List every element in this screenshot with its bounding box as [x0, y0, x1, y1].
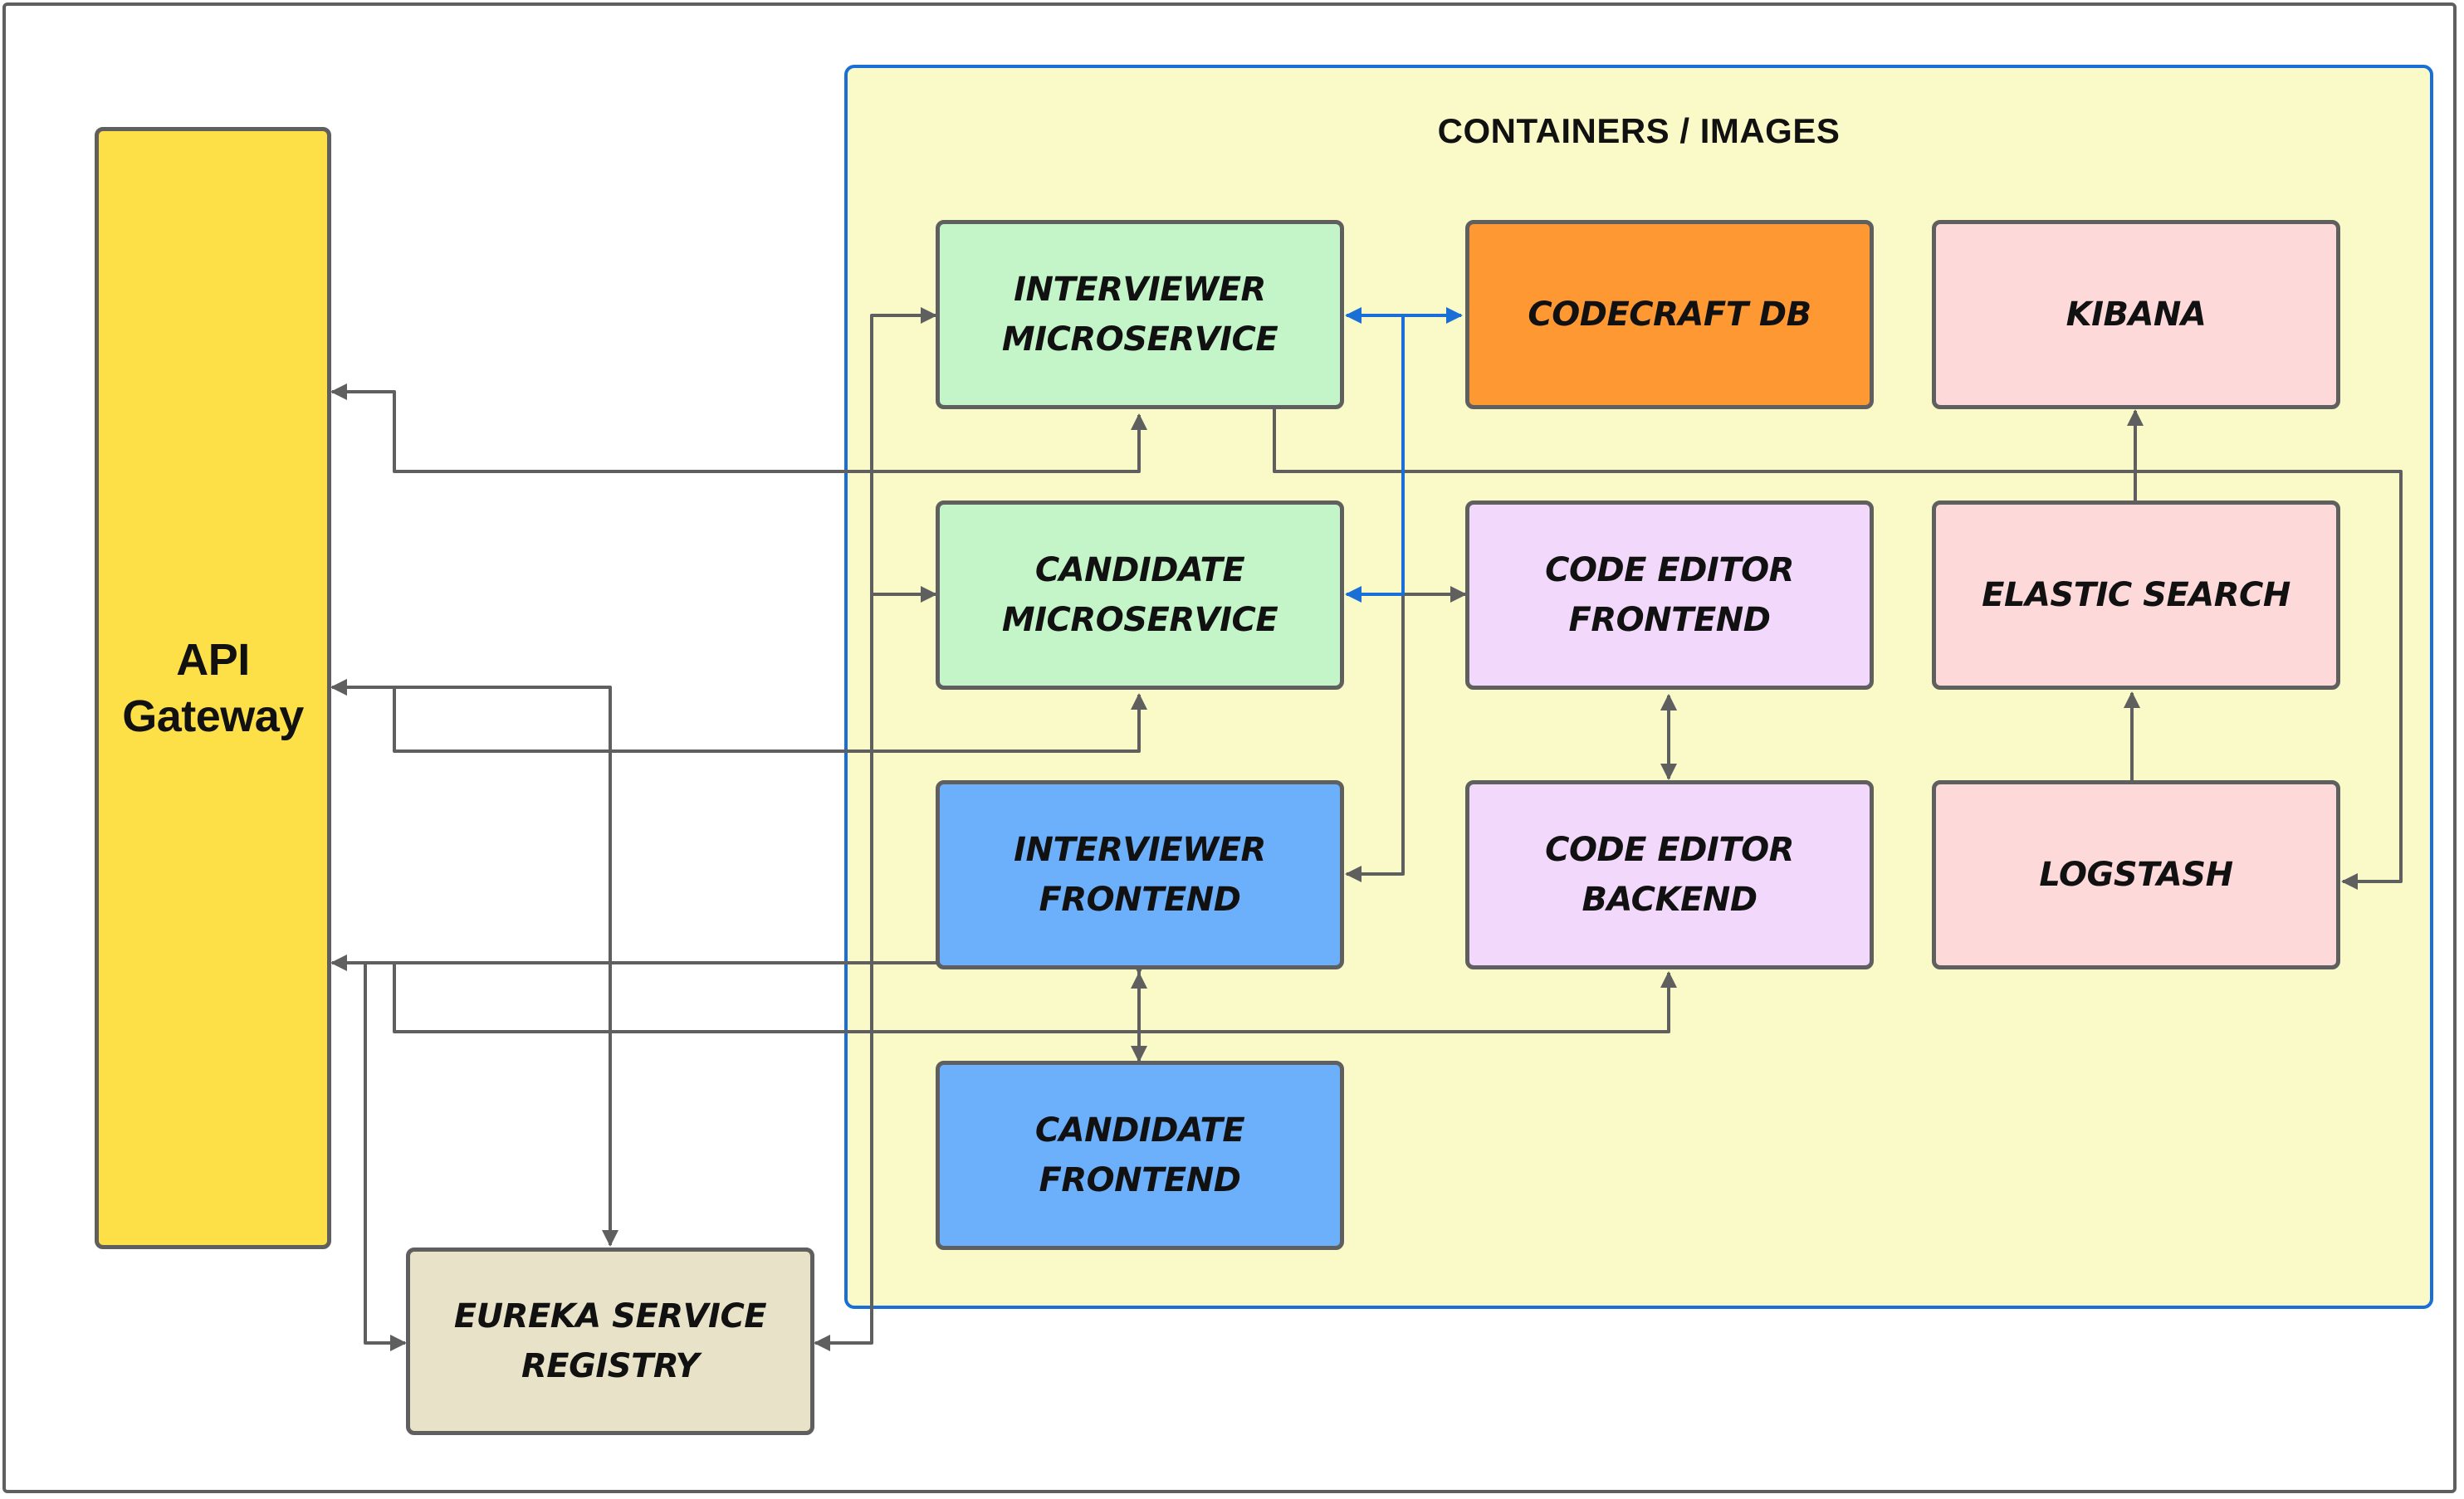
candidate-frontend-node: CANDIDATE FRONTEND: [936, 1061, 1344, 1250]
kibana-node: KIBANA: [1932, 220, 2340, 409]
containers-group-title: CONTAINERS / IMAGES: [1437, 111, 1841, 150]
logstash-node: LOGSTASH: [1932, 780, 2340, 969]
connector-gateway-eureka-side: [364, 963, 407, 1351]
interviewer-frontend-node: INTERVIEWER FRONTEND: [936, 780, 1344, 969]
connector-interviewer-fe-editor-fe: [1345, 586, 1467, 882]
kibana-label: KIBANA: [2066, 295, 2207, 334]
connector-gateway-eureka-top: [330, 679, 618, 1247]
connector-gateway-interviewer-ms: [330, 383, 1147, 473]
eureka-service-registry-label: EUREKA SERVICE REGISTRY: [453, 1297, 767, 1385]
candidate-microservice-node: CANDIDATE MICROSERVICE: [936, 500, 1344, 690]
interviewer-microservice-node: INTERVIEWER MICROSERVICE: [936, 220, 1344, 409]
codecraft-db-label: CODECRAFT DB: [1528, 295, 1811, 334]
eureka-service-registry-node: EUREKA SERVICE REGISTRY: [406, 1248, 814, 1435]
code-editor-frontend-label: CODE EDITOR FRONTEND: [1545, 551, 1794, 639]
code-editor-backend-label: CODE EDITOR BACKEND: [1545, 831, 1794, 919]
code-editor-frontend-node: CODE EDITOR FRONTEND: [1465, 500, 1874, 690]
connector-gateway-editor-backend: [393, 963, 1677, 1033]
elastic-search-node: ELASTIC SEARCH: [1932, 500, 2340, 690]
connector-eureka-microservices: [814, 307, 937, 1351]
candidate-frontend-label: CANDIDATE FRONTEND: [1034, 1111, 1245, 1199]
logstash-label: LOGSTASH: [2039, 856, 2233, 894]
elastic-search-label: ELASTIC SEARCH: [1982, 576, 2290, 614]
interviewer-microservice-label: INTERVIEWER MICROSERVICE: [1001, 271, 1278, 359]
connector-interviewer-ms-logstash: [1273, 409, 2403, 890]
codecraft-db-node: CODECRAFT DB: [1465, 220, 1874, 409]
interviewer-frontend-label: INTERVIEWER FRONTEND: [1014, 831, 1266, 919]
connector-db-candidate-ms: [1345, 315, 1405, 603]
connector-gateway-candidate-ms: [330, 679, 1147, 753]
api-gateway-node: API Gateway: [95, 127, 331, 1249]
candidate-microservice-label: CANDIDATE MICROSERVICE: [1001, 551, 1278, 639]
api-gateway-label: API Gateway: [122, 635, 304, 741]
code-editor-backend-node: CODE EDITOR BACKEND: [1465, 780, 1874, 969]
